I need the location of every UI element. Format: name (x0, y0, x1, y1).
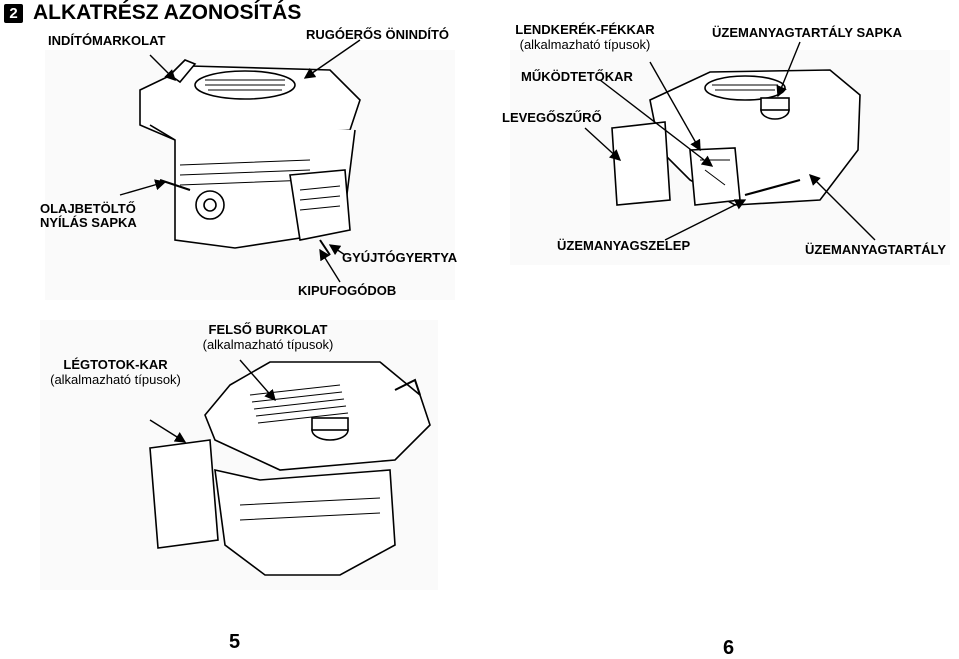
label-fuel-cap: ÜZEMANYAGTARTÁLY SAPKA (712, 25, 902, 40)
label-control-lever: MŰKÖDTETŐKAR (521, 69, 633, 84)
label-flywheel-brake-lever: LENDKERÉK-FÉKKAR (alkalmazható típusok) (510, 22, 660, 52)
section-number-badge: 2 (4, 4, 23, 23)
engine-drawing-left (45, 39, 455, 300)
label-flywheel-brake-lever-title: LENDKERÉK-FÉKKAR (515, 22, 655, 37)
label-oil-filler-cap-line2: NYÍLÁS SAPKA (40, 215, 137, 230)
label-top-cover-title: FELSŐ BURKOLAT (208, 322, 328, 337)
label-fuel-tank: ÜZEMANYAGTARTÁLY (805, 242, 947, 257)
label-choke-lever-title: LÉGTOTOK-KAR (63, 357, 168, 372)
label-fuel-valve: ÜZEMANYAGSZELEP (557, 238, 691, 253)
label-choke-lever: LÉGTOTOK-KAR (alkalmazható típusok) (33, 357, 198, 387)
label-top-cover-note: (alkalmazható típusok) (202, 337, 334, 352)
label-oil-filler-cap-line1: OLAJBETÖLTŐ (40, 201, 136, 216)
engine-drawing-right (510, 41, 950, 265)
label-muffler: KIPUFOGÓDOB (298, 283, 397, 298)
label-top-cover: FELSŐ BURKOLAT (alkalmazható típusok) (188, 322, 348, 352)
section-title: ALKATRÉSZ AZONOSÍTÁS (33, 1, 302, 24)
label-starter-grip: INDÍTÓMARKOLAT (48, 33, 166, 48)
engine-drawing-bottom (40, 320, 438, 590)
page-number-right: 6 (723, 637, 735, 659)
label-choke-lever-note: (alkalmazható típusok) (50, 372, 181, 387)
label-spark-plug: GYÚJTÓGYERTYA (342, 250, 458, 265)
page-number-left: 5 (229, 631, 241, 653)
label-flywheel-brake-lever-note: (alkalmazható típusok) (519, 37, 651, 52)
label-recoil-starter: RUGÓERŐS ÖNINDÍTÓ (306, 27, 450, 42)
label-air-cleaner: LEVEGŐSZŰRŐ (502, 110, 602, 125)
